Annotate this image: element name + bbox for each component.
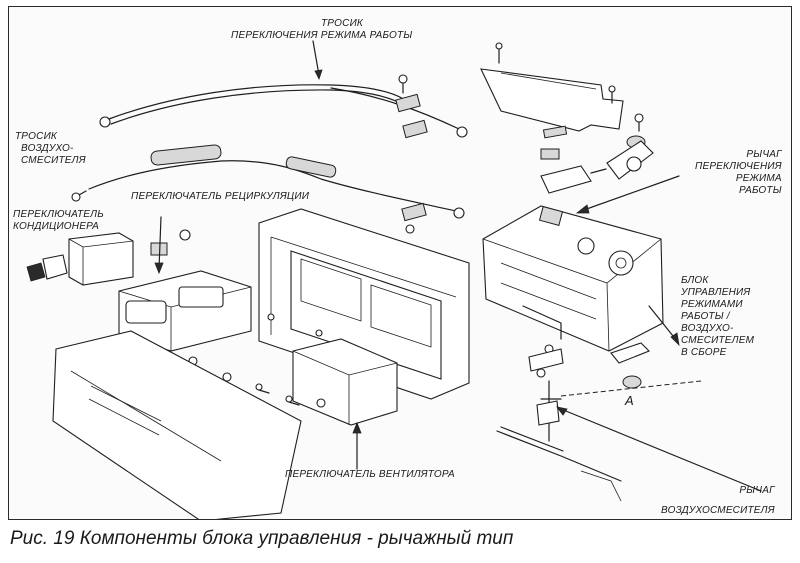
mode-cable	[99, 40, 468, 138]
mode-lever-label-line: РЫЧАГ	[746, 149, 782, 160]
ac-switch	[26, 229, 191, 286]
blend-lever-label-line: ВОЗДУХОСМЕСИТЕЛЯ	[661, 505, 775, 516]
mode-lever-label-line: РАБОТЫ	[738, 185, 782, 196]
mode-cable-label: ТРОСИК ПЕРЕКЛЮЧЕНИЯ РЕЖИМА РАБОТЫ	[231, 18, 412, 42]
blend-cable-label: ТРОСИК ВОЗДУХО- СМЕСИТЕЛЯ	[15, 131, 86, 167]
figure-frame: ТРОСИК ПЕРЕКЛЮЧЕНИЯ РЕЖИМА РАБОТЫ ТРОСИК…	[8, 6, 792, 520]
fan-switch	[292, 338, 398, 470]
mode-cable-label-line: ПЕРЕКЛЮЧЕНИЯ РЕЖИМА РАБОТЫ	[231, 30, 413, 41]
control-assembly-label-line: В СБОРЕ	[681, 347, 727, 358]
detail-marker-a: A	[625, 393, 634, 408]
recirculation-switch-label-text: ПЕРЕКЛЮЧАТЕЛЬ РЕЦИРКУЛЯЦИИ	[131, 191, 310, 202]
control-assembly-label-line: РАБОТЫ /	[681, 311, 730, 322]
recirculation-switch-label: ПЕРЕКЛЮЧАТЕЛЬ РЕЦИРКУЛЯЦИИ	[131, 191, 309, 203]
cable-clips	[395, 74, 428, 234]
control-assembly-label-line: ВОЗДУХО-	[681, 323, 734, 334]
blend-lever-label-line: РЫЧАГ	[739, 485, 775, 496]
mode-lever-label-line: ПЕРЕКЛЮЧЕНИЯ	[695, 161, 782, 172]
mode-lever-bracket	[480, 42, 654, 194]
face-plate	[52, 330, 302, 519]
figure-caption: Рис. 19 Компоненты блока управления - ры…	[10, 528, 514, 549]
blend-lever	[496, 380, 762, 502]
exploded-view-drawing	[26, 40, 762, 519]
control-assembly-label-line: УПРАВЛЕНИЯ	[681, 287, 751, 298]
blend-cable	[71, 144, 465, 219]
ac-switch-label-line: ПЕРЕКЛЮЧАТЕЛЬ	[13, 209, 104, 220]
mode-lever-label: РЫЧАГ ПЕРЕКЛЮЧЕНИЯ РЕЖИМА РАБОТЫ	[695, 149, 782, 197]
blend-lever-label: РЫЧАГ ВОЗДУХОСМЕСИТЕЛЯ	[661, 485, 775, 517]
fan-switch-label-text: ПЕРЕКЛЮЧАТЕЛЬ ВЕНТИЛЯТОРА	[285, 469, 455, 480]
mode-cable-label-line: ТРОСИК	[321, 18, 364, 29]
detail-marker-text: A	[625, 393, 634, 408]
screws	[255, 383, 300, 406]
control-assembly	[482, 175, 680, 389]
ac-switch-label: ПЕРЕКЛЮЧАТЕЛЬ КОНДИЦИОНЕРА	[13, 209, 104, 233]
blend-cable-label-line: ТРОСИК	[15, 131, 58, 142]
blend-cable-label-line: СМЕСИТЕЛЯ	[21, 155, 86, 166]
control-assembly-label: БЛОК УПРАВЛЕНИЯ РЕЖИМАМИ РАБОТЫ / ВОЗДУХ…	[681, 275, 754, 359]
ac-switch-label-line: КОНДИЦИОНЕРА	[13, 221, 100, 232]
control-assembly-label-line: СМЕСИТЕЛЕМ	[681, 335, 755, 346]
fan-switch-label: ПЕРЕКЛЮЧАТЕЛЬ ВЕНТИЛЯТОРА	[285, 469, 455, 481]
mode-lever-label-line: РЕЖИМА	[735, 173, 782, 184]
control-assembly-label-line: БЛОК	[681, 275, 709, 286]
blend-cable-label-line: ВОЗДУХО-	[21, 143, 74, 154]
control-assembly-label-line: РЕЖИМАМИ	[681, 299, 743, 310]
